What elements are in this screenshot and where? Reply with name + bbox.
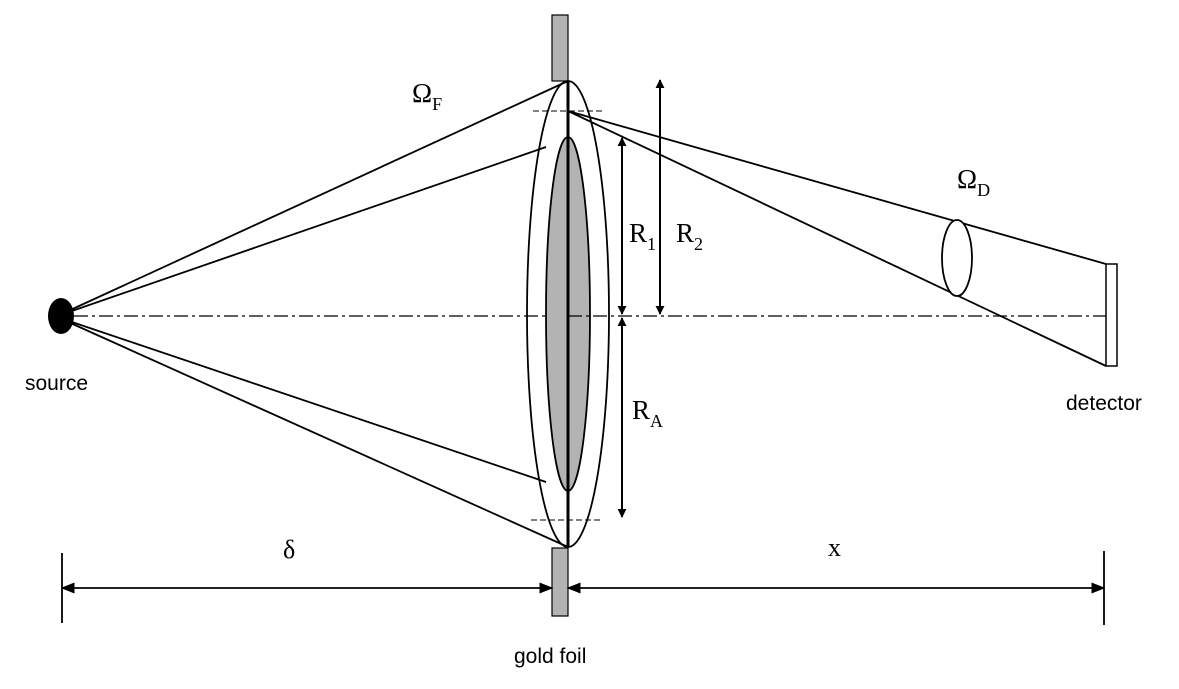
omega-f-label: ΩF [412, 78, 442, 114]
foil-holder-top [551, 14, 569, 82]
delta-label: δ [283, 535, 295, 564]
foil-holder-bottom [551, 547, 569, 617]
omega-d-sub: D [977, 180, 990, 200]
omega-d-label: ΩD [957, 164, 990, 200]
detector-solid-angle-ellipse [941, 219, 973, 297]
ray-source-to-inner-top [65, 146, 547, 314]
r1-base: R [629, 218, 647, 248]
r1-sub: 1 [647, 234, 656, 254]
omega-d-base: Ω [957, 164, 977, 194]
detector-label: detector [1066, 392, 1142, 415]
ray-source-to-outer-top [65, 80, 569, 313]
ra-label: RA [632, 395, 663, 431]
x-label: x [828, 533, 841, 562]
detector-plate [1105, 263, 1118, 367]
ra-sub: A [650, 411, 663, 431]
ray-source-to-inner-bottom [65, 319, 547, 483]
gold-foil-label: gold foil [514, 645, 586, 668]
omega-f-base: Ω [412, 78, 432, 108]
r2-label: R2 [676, 218, 703, 254]
omega-f-sub: F [432, 94, 442, 114]
ray-source-to-outer-bottom [65, 320, 569, 548]
r2-base: R [676, 218, 694, 248]
r1-label: R1 [629, 218, 656, 254]
r2-sub: 2 [694, 234, 703, 254]
ra-base: R [632, 395, 650, 425]
source-dot [48, 298, 74, 334]
source-label: source [25, 372, 88, 395]
